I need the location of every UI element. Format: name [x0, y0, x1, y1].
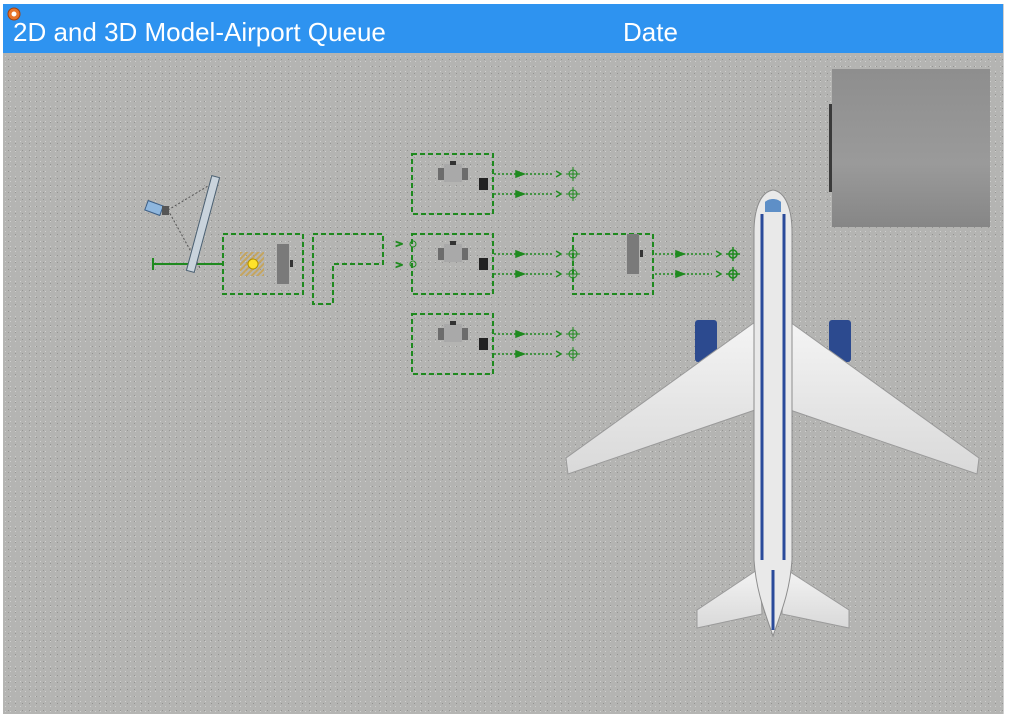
scanner-2[interactable]: [411, 233, 494, 295]
scanner-1[interactable]: [411, 153, 494, 215]
boarding-outflows[interactable]: [655, 247, 740, 281]
scanner-3[interactable]: [411, 313, 494, 375]
svg-text:>: >: [395, 239, 403, 250]
date-label: Date: [623, 17, 678, 47]
queue-area[interactable]: [312, 233, 384, 305]
security-gate[interactable]: [185, 175, 221, 273]
boarding-gate[interactable]: [572, 233, 654, 295]
hangar-door: [829, 104, 832, 192]
plane-icon[interactable]: [565, 189, 980, 638]
svg-text:>: >: [395, 260, 403, 271]
hangar-building[interactable]: [832, 69, 990, 227]
header-bar: 2D and 3D Model-Airport Queue Date: [3, 4, 1003, 53]
checkin-station[interactable]: [222, 233, 304, 295]
page-title: 2D and 3D Model-Airport Queue: [13, 17, 386, 47]
location-pin-icon[interactable]: [3, 3, 23, 23]
scanner-outflows[interactable]: [494, 169, 563, 359]
